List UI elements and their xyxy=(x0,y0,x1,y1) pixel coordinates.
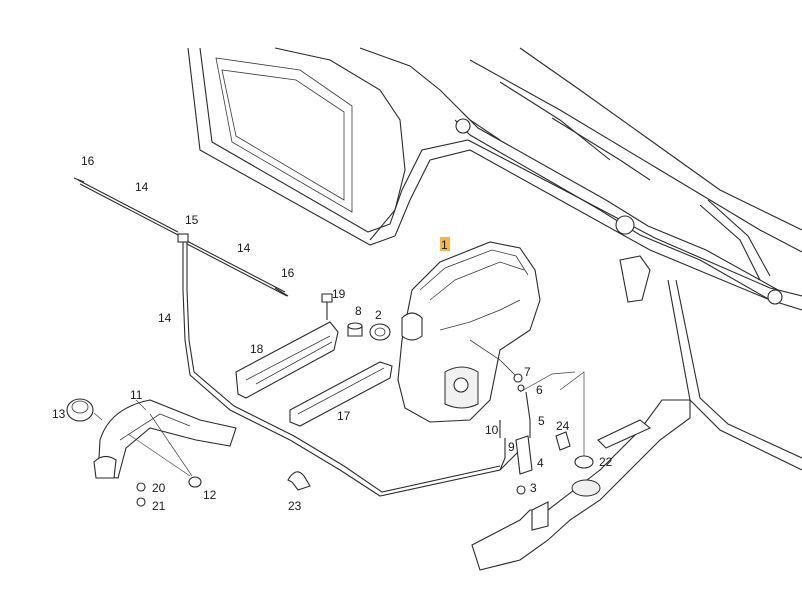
label-part-23[interactable]: 23 xyxy=(288,499,302,513)
pump-grommet-part-2[interactable] xyxy=(369,323,391,341)
washer-part-21[interactable] xyxy=(136,497,146,507)
hose-lines-part-14[interactable] xyxy=(77,179,521,497)
label-part-17[interactable]: 17 xyxy=(337,409,351,423)
label-part-3[interactable]: 3 xyxy=(530,481,537,495)
label-part-22[interactable]: 22 xyxy=(599,455,613,469)
bracket-part-18[interactable] xyxy=(235,321,339,399)
label-part-19[interactable]: 19 xyxy=(332,287,346,301)
hose-part-5[interactable] xyxy=(525,391,531,438)
nut-part-20[interactable] xyxy=(136,482,146,492)
sensor-part-24[interactable] xyxy=(555,431,571,451)
label-part-18[interactable]: 18 xyxy=(250,342,264,356)
label-part-14a[interactable]: 14 xyxy=(135,180,149,194)
label-part-14c[interactable]: 14 xyxy=(158,311,172,325)
bolt-part-19[interactable] xyxy=(321,293,333,320)
hose-clamp-part-12[interactable] xyxy=(188,476,202,488)
label-part-9[interactable]: 9 xyxy=(508,440,515,454)
nozzle-parts-16[interactable] xyxy=(73,177,289,297)
label-part-16a[interactable]: 16 xyxy=(81,154,95,168)
label-part-11[interactable]: 11 xyxy=(130,388,143,402)
vehicle-body-frame xyxy=(187,47,802,471)
label-part-12[interactable]: 12 xyxy=(203,488,217,502)
label-part-15[interactable]: 15 xyxy=(185,213,199,227)
label-part-4[interactable]: 4 xyxy=(537,456,544,470)
t-connector-part-15[interactable] xyxy=(177,233,189,243)
label-part-16b[interactable]: 16 xyxy=(281,266,295,280)
lower-bracket-structure xyxy=(471,399,691,571)
label-part-21[interactable]: 21 xyxy=(152,499,166,513)
label-part-10[interactable]: 10 xyxy=(485,423,499,437)
washer-reservoir-part-1[interactable] xyxy=(397,241,541,423)
callout-leaders xyxy=(93,371,576,477)
label-part-20[interactable]: 20 xyxy=(152,481,166,495)
part-labels: 1 2 3 4 5 6 7 8 9 10 11 12 13 14 14 14 1… xyxy=(52,154,613,513)
clip-part-23[interactable] xyxy=(287,471,311,491)
filler-cap-part-13[interactable] xyxy=(66,398,94,422)
part-1-highlight xyxy=(440,237,450,251)
filler-neck-part-11[interactable] xyxy=(93,399,237,479)
label-part-2[interactable]: 2 xyxy=(375,308,382,322)
label-part-8[interactable]: 8 xyxy=(355,304,362,318)
label-part-5[interactable]: 5 xyxy=(538,414,545,428)
label-part-1[interactable]: 1 xyxy=(441,238,448,252)
label-part-14b[interactable]: 14 xyxy=(237,241,251,255)
label-part-7[interactable]: 7 xyxy=(524,365,531,379)
label-part-13[interactable]: 13 xyxy=(52,407,66,421)
label-part-24[interactable]: 24 xyxy=(556,419,570,433)
cap-part-8[interactable] xyxy=(347,322,363,337)
connector-part-3[interactable] xyxy=(516,485,526,495)
hose-part-9[interactable] xyxy=(499,438,506,471)
fitting-part-6[interactable] xyxy=(517,384,525,392)
fitting-part-7[interactable] xyxy=(513,373,523,383)
label-part-6[interactable]: 6 xyxy=(536,383,543,397)
pump-part-4[interactable] xyxy=(515,435,533,475)
bracket-part-17[interactable] xyxy=(289,361,393,427)
grommet-part-22[interactable] xyxy=(559,371,594,469)
